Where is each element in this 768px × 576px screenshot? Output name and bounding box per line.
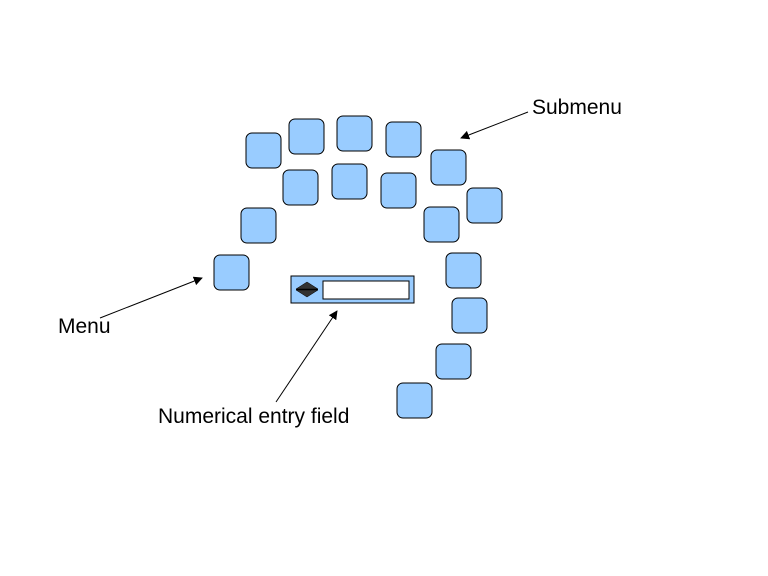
- spinner-icon[interactable]: [295, 281, 319, 298]
- submenu-button[interactable]: [423, 206, 460, 243]
- submenu-button[interactable]: [282, 169, 319, 206]
- menu-button[interactable]: [385, 121, 422, 158]
- numeric-entry-field: [290, 275, 415, 304]
- menu-label: Menu: [58, 315, 111, 338]
- numeric-field-callout-arrow: [275, 310, 338, 403]
- menu-callout-arrow: [99, 276, 203, 319]
- submenu-button[interactable]: [430, 149, 467, 186]
- submenu-button[interactable]: [451, 297, 488, 334]
- submenu-button[interactable]: [380, 172, 417, 209]
- submenu-button[interactable]: [331, 163, 368, 200]
- menu-button[interactable]: [213, 254, 250, 291]
- menu-button[interactable]: [240, 207, 277, 244]
- menu-button[interactable]: [245, 132, 282, 169]
- submenu-label: Submenu: [532, 96, 622, 119]
- numeric-field-label: Numerical entry field: [158, 405, 350, 428]
- numeric-input-box[interactable]: [322, 280, 410, 300]
- submenu-button[interactable]: [396, 382, 433, 419]
- menu-buttons: [213, 115, 422, 291]
- submenu-callout-arrow: [460, 111, 529, 140]
- menu-button[interactable]: [336, 115, 373, 152]
- submenu-button[interactable]: [466, 187, 503, 224]
- submenu-button[interactable]: [445, 252, 482, 289]
- submenu-button[interactable]: [435, 343, 472, 380]
- submenu-buttons: [282, 149, 503, 419]
- menu-button[interactable]: [288, 118, 325, 155]
